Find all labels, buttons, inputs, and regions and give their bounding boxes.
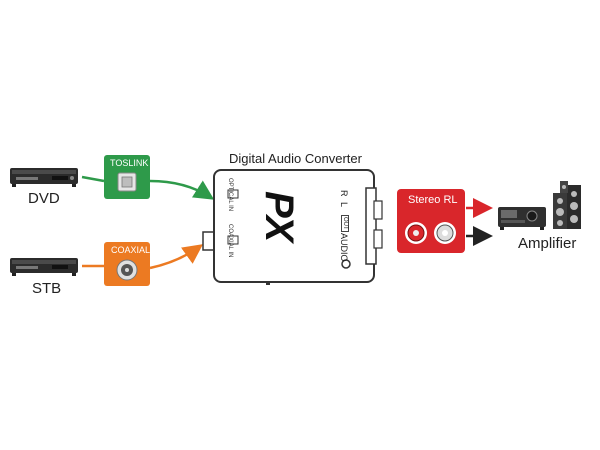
out-label: OUT — [341, 215, 349, 232]
stereo-rl-label: Stereo RL — [408, 194, 458, 206]
stb-icon — [10, 258, 78, 276]
optical-in-label: OPTICAL IN — [227, 178, 233, 212]
toslink-label: TOSLINK — [110, 158, 149, 168]
dvd-label: DVD — [28, 190, 60, 207]
px-logo: PX — [257, 191, 301, 241]
speakers-icon — [553, 181, 581, 229]
l-label: L — [339, 202, 349, 208]
toslink-arrow — [149, 179, 215, 200]
r-label: R — [339, 190, 349, 197]
coaxial-badge — [104, 242, 150, 286]
amplifier-label: Amplifier — [518, 235, 577, 252]
converter-box — [202, 169, 383, 285]
dvd-player-icon — [10, 168, 78, 187]
coaxial-arrow — [149, 244, 204, 270]
stereo-rl-badge — [397, 189, 465, 253]
converter-title: Digital Audio Converter — [229, 151, 362, 166]
toslink-badge — [104, 155, 150, 199]
dvd-line — [81, 175, 105, 183]
audio-label: AUDIO — [339, 233, 349, 262]
amplifier-icon — [498, 207, 546, 230]
coaxial-label: COAXIAL — [111, 245, 151, 255]
coaxial-in-label: COAXIAL IN — [227, 224, 233, 258]
stb-label: STB — [32, 280, 62, 297]
